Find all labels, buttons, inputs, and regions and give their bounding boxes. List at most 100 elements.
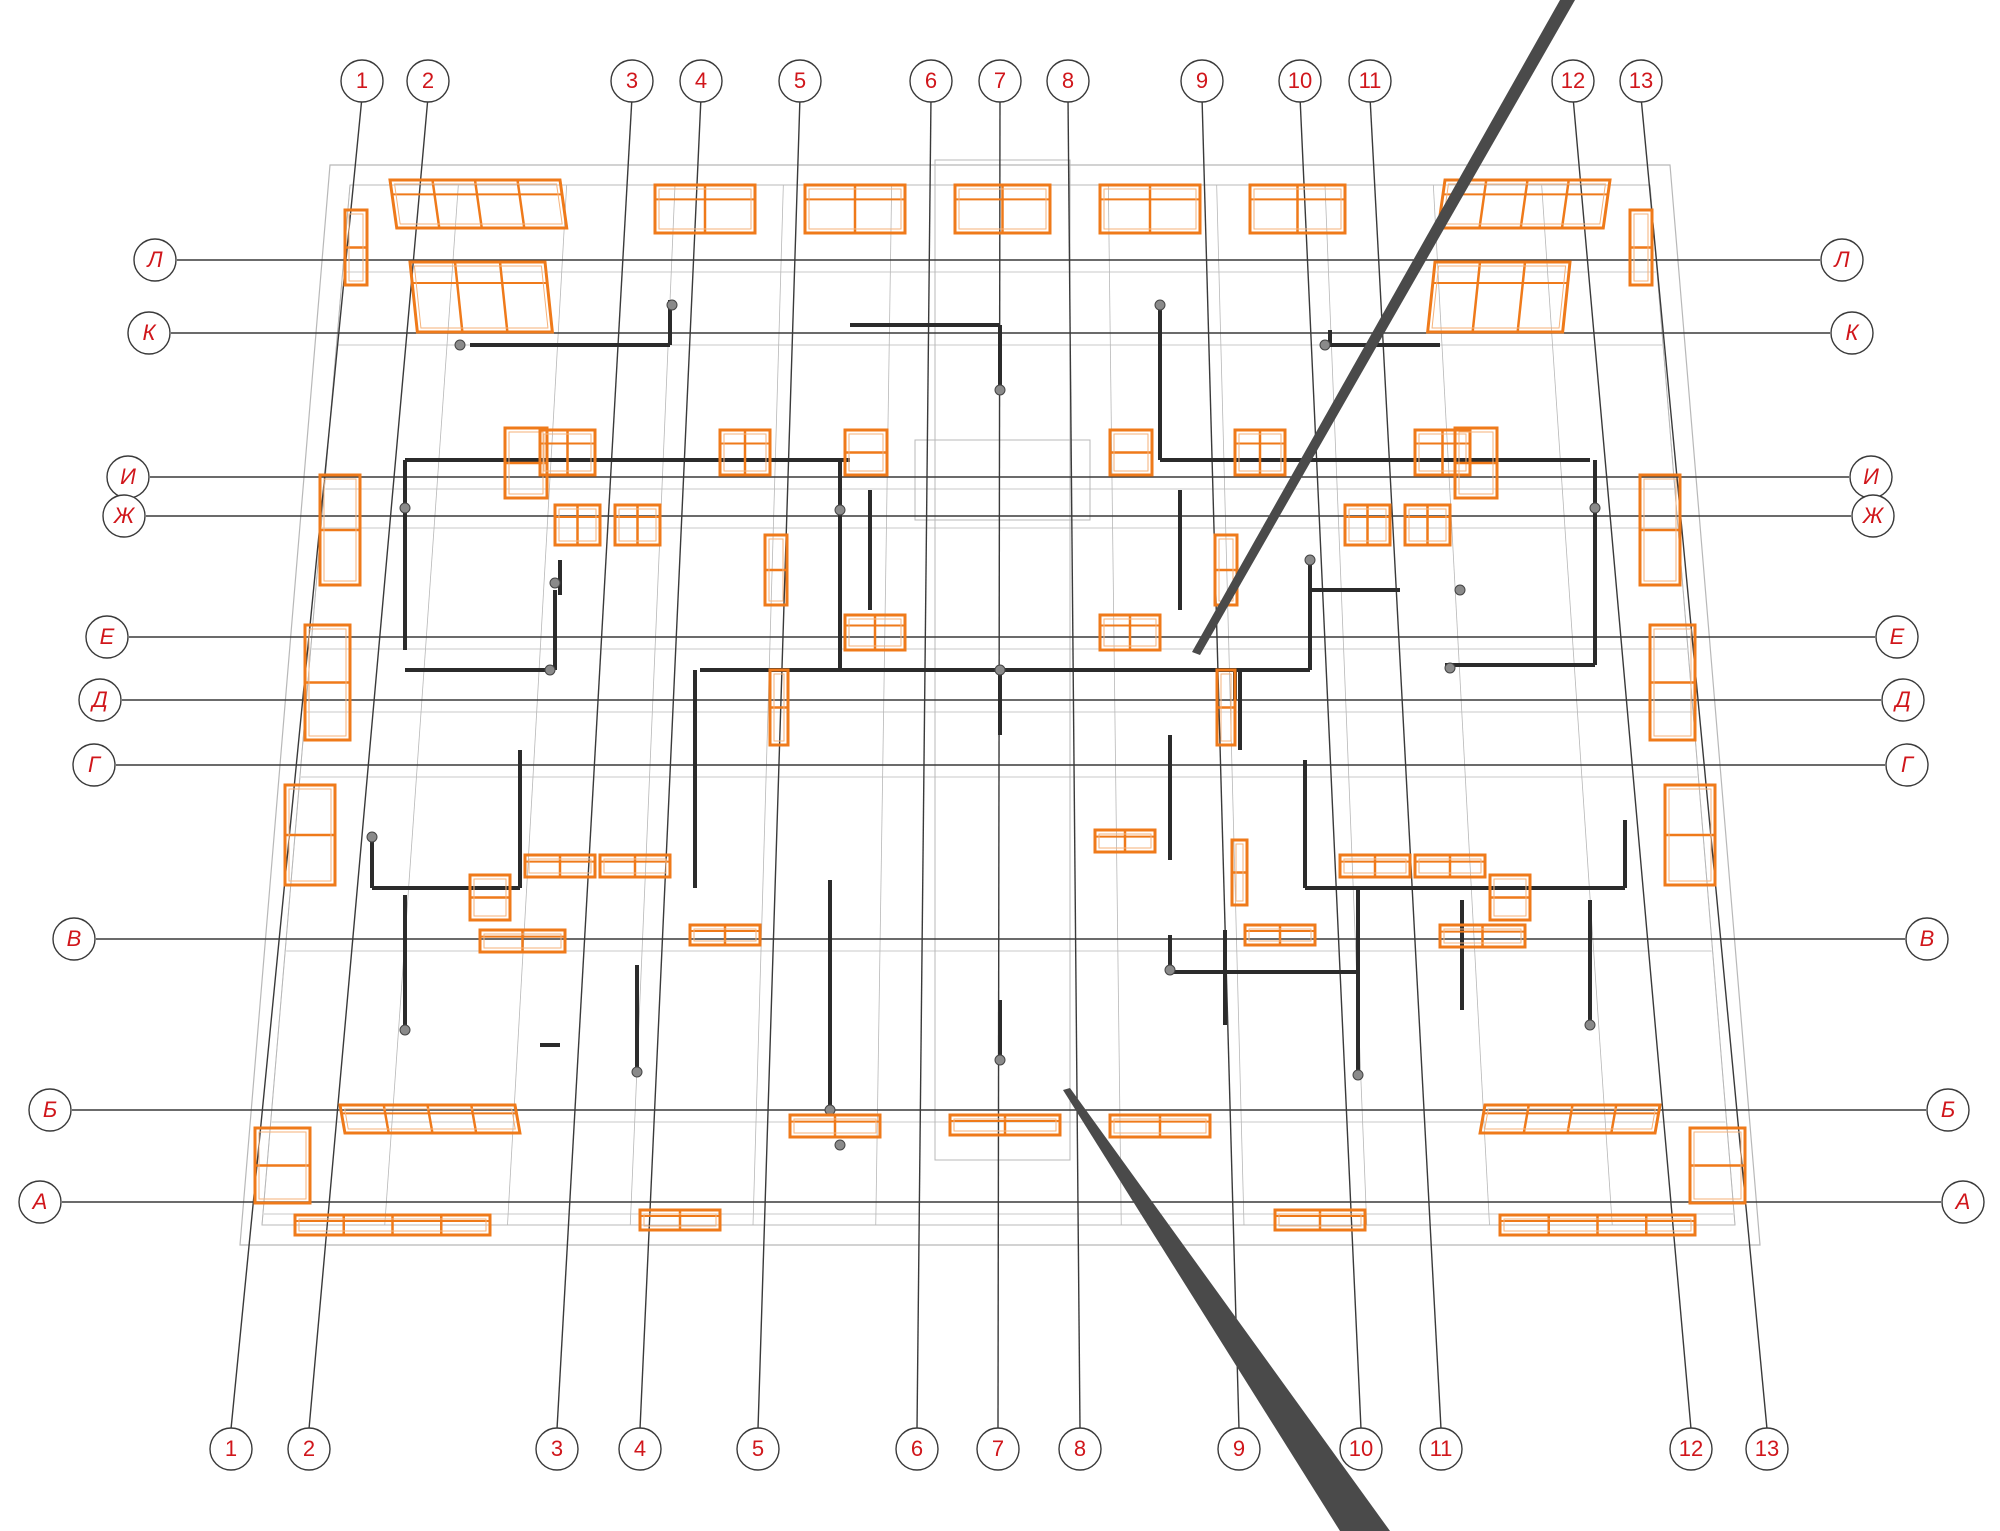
axis-bubble-circle [72, 743, 116, 787]
axis-bubble-label: Ж [1862, 503, 1885, 528]
window-unit [613, 503, 662, 547]
axis-bubble-label: 10 [1288, 68, 1312, 93]
window-sash [344, 1108, 516, 1130]
window-mullion [1610, 1105, 1618, 1133]
window-sash [543, 433, 592, 472]
wall-wire-line [384, 184, 459, 1226]
window-sash [958, 188, 1047, 230]
window-sash [848, 618, 902, 647]
window-unit [1108, 428, 1154, 477]
axis-bubble-label: 13 [1755, 1436, 1779, 1461]
column-node [666, 299, 678, 311]
window-sash [1443, 928, 1522, 944]
axis-bubble-label: 1 [356, 68, 368, 93]
wall-wire-line [1432, 184, 1490, 1226]
column-bubble-top: 3 [610, 59, 654, 103]
axis-bubble-label: А [31, 1189, 48, 1214]
axis-bubble-circle [1419, 1427, 1463, 1471]
window-sash [508, 431, 544, 495]
axis-bubble-label: 7 [994, 68, 1006, 93]
row-bubble-left: Г [72, 743, 116, 787]
axis-bubble-label: 11 [1359, 68, 1382, 93]
axis-bubble-circle [287, 1427, 331, 1471]
row-bubble-right: В [1905, 917, 1949, 961]
axis-bubble-label: 9 [1196, 68, 1208, 93]
window-sash [953, 1118, 1057, 1132]
window-unit [1338, 853, 1412, 879]
axis-bubble-label: 8 [1074, 1436, 1086, 1461]
column-axis-line [1067, 96, 1081, 1430]
axis-bubble-circle [1745, 1427, 1789, 1471]
window-unit [318, 473, 362, 587]
window-sash [1103, 618, 1157, 647]
axis-bubble-label: 1 [225, 1436, 237, 1461]
window-unit [718, 428, 772, 477]
wall-wire-line [507, 184, 568, 1226]
axis-bubble-circle [1180, 59, 1224, 103]
axis-bubble-label: Г [1901, 752, 1915, 777]
axis-bubble-label: Л [145, 247, 163, 272]
window-sash [1418, 433, 1467, 472]
axis-bubble-label: 5 [752, 1436, 764, 1461]
window-unit [1273, 1208, 1367, 1232]
window-mullion [516, 180, 526, 228]
window-sash [1113, 1118, 1207, 1134]
window-sash [1418, 858, 1482, 874]
row-bubble-left: Л [133, 238, 177, 282]
axis-bubble-circle [778, 59, 822, 103]
column-bubble-bottom: 4 [618, 1427, 662, 1471]
column-bubble-bottom: 3 [535, 1427, 579, 1471]
axis-bubble-label: К [1846, 320, 1860, 345]
window-unit [1453, 426, 1499, 500]
column-axis-line [757, 96, 801, 1430]
window-unit [468, 873, 512, 922]
window-sash [848, 433, 884, 472]
window-unit [948, 1113, 1062, 1137]
column-axis-line [997, 96, 1001, 1430]
axis-bubble-circle [679, 59, 723, 103]
window-sash [308, 628, 347, 737]
column-bubble-top: 5 [778, 59, 822, 103]
window-sash [603, 858, 667, 874]
window-sash [1503, 1218, 1692, 1232]
axis-bubble-label: В [67, 926, 82, 951]
column-bubble-top: 6 [909, 59, 953, 103]
axis-bubble-label: Ж [113, 503, 136, 528]
axis-bubble-circle [976, 1427, 1020, 1471]
column-node [1352, 1069, 1364, 1081]
column-bubble-top: 10 [1278, 59, 1322, 103]
window-unit [1438, 923, 1527, 949]
window-unit [788, 1113, 882, 1139]
row-bubble-right: Е [1875, 615, 1919, 659]
column-node [994, 664, 1006, 676]
window-mullion [1478, 180, 1488, 228]
column-bubble-top: 13 [1619, 59, 1663, 103]
window-sash [1408, 508, 1447, 542]
row-bubble-left: Ж [102, 494, 146, 538]
column-axis-line [916, 96, 932, 1430]
column-axis-line [556, 96, 633, 1430]
stair-outline [914, 439, 1091, 521]
column-node [1154, 299, 1166, 311]
column-node [1319, 339, 1331, 351]
axis-bubble-circle [895, 1427, 939, 1471]
axis-bubble-circle [1551, 59, 1595, 103]
window-unit [303, 623, 352, 742]
axis-bubble-label: Е [1890, 624, 1905, 649]
window-unit [283, 783, 337, 887]
window-unit [1688, 1126, 1747, 1205]
window-sash [723, 433, 767, 472]
window-unit [1108, 1113, 1212, 1139]
axis-bubble-circle [127, 311, 171, 355]
column-node [399, 1024, 411, 1036]
column-bubble-bottom: 12 [1669, 1427, 1713, 1471]
row-bubble-left: А [18, 1180, 62, 1224]
window-sash [1220, 673, 1232, 742]
window-mullion [1519, 180, 1529, 228]
section-cut-rod [1063, 0, 1575, 1531]
window-unit [1215, 668, 1237, 747]
window-sash [298, 1218, 487, 1232]
row-bubble-left: К [127, 311, 171, 355]
axis-bubble-circle [1046, 59, 1090, 103]
window-frame [408, 260, 555, 334]
